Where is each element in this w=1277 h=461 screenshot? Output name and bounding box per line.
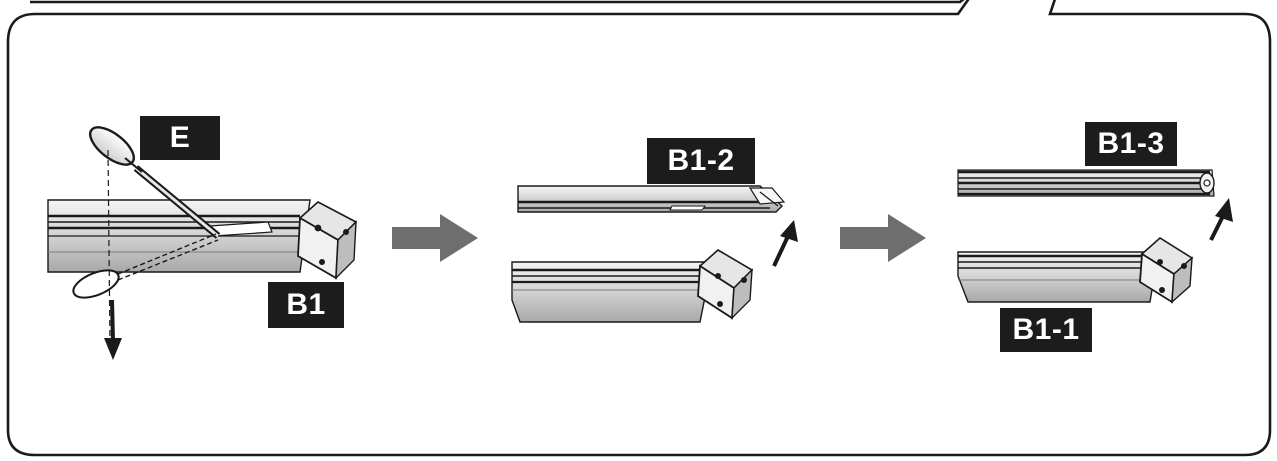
profile-b1 — [47, 199, 358, 280]
label-e: E — [140, 116, 220, 160]
right-arrow-icon — [840, 214, 926, 262]
up-arrow-icon — [1209, 198, 1233, 241]
profile-b1-1 — [957, 237, 1194, 304]
right-arrow-icon — [392, 214, 478, 262]
label-b1-1: B1-1 — [1000, 308, 1092, 352]
profile-b1-2 — [517, 185, 786, 213]
profile-b1-3 — [957, 169, 1215, 197]
panel-frame — [6, 0, 1272, 457]
label-b1-3: B1-3 — [1085, 122, 1177, 166]
screwdriver-icon — [72, 126, 221, 346]
label-b1-2: B1-2 — [647, 138, 755, 184]
up-arrow-icon — [772, 220, 798, 267]
down-arrow-icon — [104, 299, 122, 360]
label-b1: B1 — [268, 282, 344, 328]
profile-b1-remaining — [511, 249, 754, 323]
